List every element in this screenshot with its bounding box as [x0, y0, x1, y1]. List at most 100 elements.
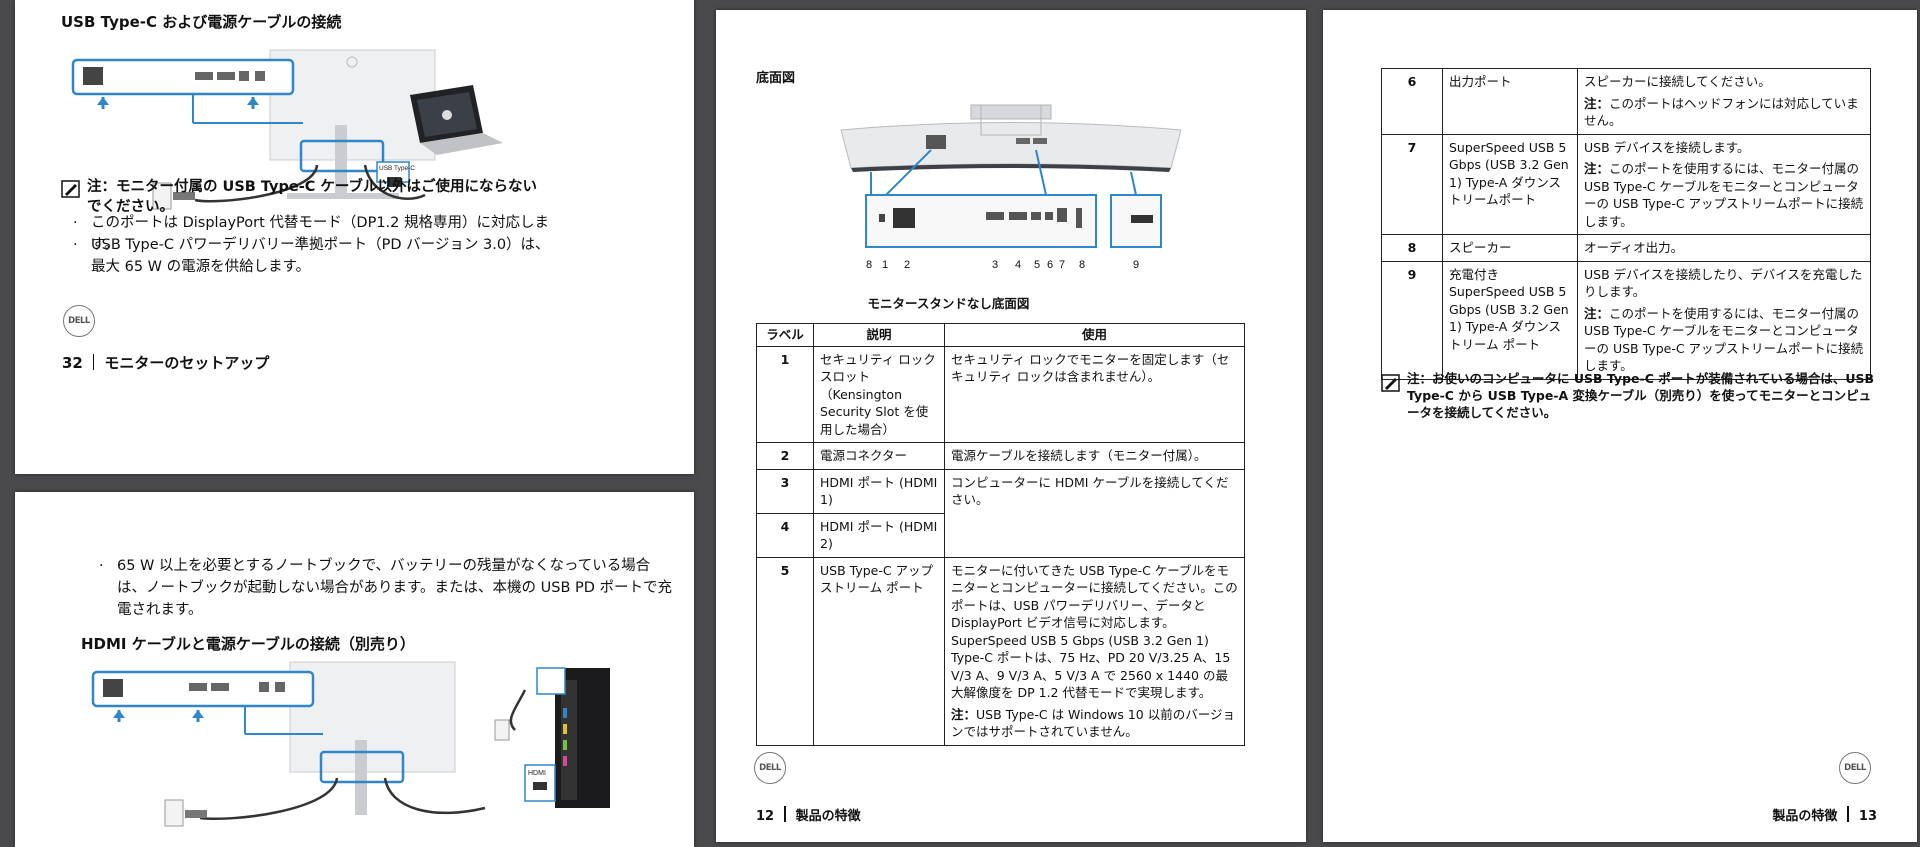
manual-page-12: 底面図 8 1 2 3 4 5 6 7 8 — [716, 10, 1306, 842]
note-text: このポートを使用するには、モニター付属の USB Type-C ケーブルをモニタ… — [1584, 305, 1864, 374]
callout-number: 4 — [1015, 259, 1021, 271]
manual-page-13: 6 出力ポート スピーカーに接続してください。 注：このポートはヘッドフォンには… — [1323, 10, 1917, 842]
table-row: 4 HDMI ポート (HDMI 2) — [756, 512, 1245, 558]
table-row: 7 SuperSpeed USB 5 Gbps (USB 3.2 Gen 1) … — [1381, 133, 1871, 235]
dell-logo: DELL — [63, 305, 95, 337]
bottom-view-diagram: 8 1 2 3 4 5 6 7 8 9 — [840, 104, 1182, 271]
usb-c-connection-diagram: USB Type-C — [71, 49, 503, 210]
footer-title: モニターのセットアップ — [104, 354, 270, 372]
row-description: HDMI ポート (HDMI 1) — [813, 468, 945, 514]
page-footer: 12 製品の特徴 — [756, 805, 861, 824]
row-note: 注：このポートを使用するには、モニター付属の USB Type-C ケーブルをモ… — [1584, 160, 1864, 230]
note-label: 注： — [951, 706, 977, 722]
row-description: スピーカー — [1442, 234, 1578, 262]
footer-title: 製品の特徴 — [795, 809, 861, 824]
row-description: HDMI ポート (HDMI 2) — [813, 512, 945, 558]
callout-number: 9 — [1133, 259, 1139, 271]
bullet-item: USB Type-C パワーデリバリー準拠ポート（PD バージョン 3.0）は、… — [71, 234, 551, 278]
row-description: 電源コネクター — [813, 442, 945, 470]
port-spec-table-continued: 6 出力ポート スピーカーに接続してください。 注：このポートはヘッドフォンには… — [1381, 68, 1871, 380]
callout-number: 2 — [904, 259, 910, 271]
callout-number: 8 — [1079, 259, 1085, 271]
row-usage-cell: USB デバイスを接続します。 注：このポートを使用するには、モニター付属の U… — [1577, 133, 1871, 235]
note-text: USB Type-C は Windows 10 以前のバージョンではサポートされ… — [951, 706, 1235, 740]
table-row: 8 スピーカー オーディオ出力。 — [1381, 234, 1871, 262]
table-row: 1 セキュリティ ロック スロット（Kensington Security Sl… — [756, 345, 1245, 443]
manual-page-32-top: USB Type-C および電源ケーブルの接続 USB Type-C — [15, 0, 694, 474]
note-text: 注：お使いのコンピュータに USB Type-C ポートが装備されている場合は、… — [1407, 371, 1875, 420]
row-label: 3 — [756, 468, 814, 514]
table-row: 3 HDMI ポート (HDMI 1) コンピューターに HDMI ケーブルを接… — [756, 468, 1245, 558]
table-row: 2 電源コネクター 電源ケーブルを接続します（モニター付属）。 — [756, 442, 1245, 470]
footer-separator — [784, 806, 786, 822]
section-heading: USB Type-C および電源ケーブルの接続 — [61, 13, 342, 31]
bullet-item: 65 W 以上を必要とするノートブックで、バッテリーの残量がなくなっている場合は… — [97, 555, 677, 621]
hdmi-label: HDMI — [528, 770, 546, 777]
row-label: 1 — [756, 345, 814, 443]
row-usage: スピーカーに接続してください。 — [1584, 74, 1771, 89]
row-usage: モニターに付いてきた USB Type-C ケーブルをモニターとコンピューターに… — [951, 562, 1238, 701]
table-row: 5 USB Type-C アップストリーム ポート モニターに付いてきた USB… — [756, 556, 1245, 746]
column-header: 説明 — [813, 323, 945, 347]
page-number: 13 — [1858, 809, 1877, 824]
section-title: 底面図 — [756, 71, 796, 86]
column-header: ラベル — [756, 323, 814, 347]
note-text: このポートを使用するには、モニター付属の USB Type-C ケーブルをモニタ… — [1584, 161, 1864, 229]
callout-number: 3 — [992, 259, 998, 271]
row-usage: コンピューターに HDMI ケーブルを接続してください。 — [944, 468, 1245, 558]
section-heading: HDMI ケーブルと電源ケーブルの接続（別売り） — [81, 635, 415, 653]
note-label: 注： — [1584, 161, 1610, 176]
callout-number: 6 — [1047, 259, 1053, 271]
column-header: 使用 — [944, 323, 1245, 347]
row-usage: 電源ケーブルを接続します（モニター付属）。 — [944, 442, 1245, 470]
hdmi-connection-diagram: HDMI — [91, 661, 610, 827]
row-label: 5 — [756, 556, 814, 746]
row-usage-cell: USB デバイスを接続したり、デバイスを充電したりします。 注：このポートを使用… — [1577, 260, 1871, 380]
row-usage-cell: スピーカーに接続してください。 注：このポートはヘッドフォンには対応していません… — [1577, 68, 1871, 135]
row-usage-cell: モニターに付いてきた USB Type-C ケーブルをモニターとコンピューターに… — [944, 556, 1245, 746]
note-pencil-icon — [61, 180, 80, 198]
callout-number: 8 — [866, 259, 872, 271]
row-note: 注：USB Type-C は Windows 10 以前のバージョンではサポート… — [951, 706, 1238, 741]
table-row: 9 充電付き SuperSpeed USB 5 Gbps (USB 3.2 Ge… — [1381, 260, 1871, 380]
row-usage: USB デバイスを接続したり、デバイスを充電したりします。 — [1584, 266, 1863, 300]
note-label: 注： — [1584, 95, 1610, 111]
row-label: 7 — [1381, 133, 1443, 235]
row-note: 注：このポートを使用するには、モニター付属の USB Type-C ケーブルをモ… — [1584, 305, 1864, 375]
note-text: 注：モニター付属の USB Type-C ケーブル以外はご使用にならないでくださ… — [87, 179, 538, 215]
row-label: 6 — [1381, 68, 1443, 135]
dell-logo: DELL — [754, 752, 786, 784]
figure-caption: モニタースタンドなし底面図 — [867, 296, 1030, 311]
page-number: 12 — [756, 809, 775, 824]
row-label: 2 — [756, 442, 814, 470]
row-description: SuperSpeed USB 5 Gbps (USB 3.2 Gen 1) Ty… — [1442, 133, 1578, 235]
manual-page-33-top: 65 W 以上を必要とするノートブックで、バッテリーの残量がなくなっている場合は… — [15, 492, 694, 847]
page-number: 32 — [62, 354, 83, 372]
page-footer: 製品の特徴 13 — [1772, 805, 1877, 824]
table-row: 6 出力ポート スピーカーに接続してください。 注：このポートはヘッドフォンには… — [1381, 68, 1871, 135]
row-description: 充電付き SuperSpeed USB 5 Gbps (USB 3.2 Gen … — [1442, 260, 1578, 380]
port-spec-table: ラベル 説明 使用 1 セキュリティ ロック スロット（Kensington S… — [756, 323, 1245, 746]
callout-number: 1 — [882, 259, 888, 271]
callout-number: 5 — [1034, 259, 1040, 271]
row-usage: USB デバイスを接続します。 — [1584, 139, 1750, 155]
callout-number: 7 — [1059, 259, 1065, 271]
table-header-row: ラベル 説明 使用 — [756, 323, 1245, 347]
usb-c-label-1: USB Type-C — [379, 165, 415, 172]
footer-separator — [92, 354, 95, 370]
row-description: USB Type-C アップストリーム ポート — [813, 556, 945, 746]
page-footer: 32 モニターのセットアップ — [62, 352, 269, 373]
dell-logo: DELL — [1839, 752, 1871, 784]
row-label: 9 — [1381, 260, 1443, 380]
row-usage: セキュリティ ロックでモニターを固定します（セキュリティ ロックは含まれません）… — [944, 345, 1245, 443]
note-text: このポートはヘッドフォンには対応していません。 — [1584, 95, 1859, 129]
row-label: 8 — [1381, 234, 1443, 262]
row-description: セキュリティ ロック スロット（Kensington Security Slot… — [813, 345, 945, 443]
row-description: 出力ポート — [1442, 68, 1578, 135]
note-pencil-icon — [1381, 374, 1400, 392]
note-label: 注： — [1584, 305, 1610, 321]
row-note: 注：このポートはヘッドフォンには対応していません。 — [1584, 95, 1864, 130]
footer-title: 製品の特徴 — [1772, 809, 1838, 824]
footer-separator — [1847, 806, 1849, 822]
row-usage: オーディオ出力。 — [1577, 234, 1871, 262]
